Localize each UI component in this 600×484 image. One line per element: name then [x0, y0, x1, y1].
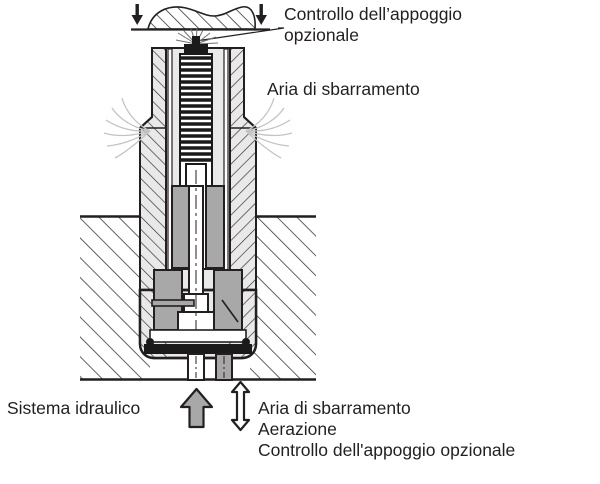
- central-rod: [177, 170, 215, 378]
- bottom-line-1: Aria di sbarramento: [258, 398, 411, 418]
- arrow-up-down-outline-icon[interactable]: [230, 380, 251, 432]
- callout-leader-line: [195, 27, 285, 42]
- callout-line-2: opzionale: [284, 25, 359, 45]
- air-jet-icon-right: [245, 97, 293, 159]
- outlet-channels: [187, 353, 233, 381]
- callout-line-1: Controllo dell’appoggio: [284, 4, 463, 24]
- mounting-block: [80, 215, 316, 381]
- label-sealing-air: Aria di sbarramento: [267, 79, 420, 99]
- label-hydraulic-system: Sistema idraulico: [7, 398, 141, 418]
- air-jet-icon-left: [103, 97, 151, 159]
- arrow-down-icon-right: [255, 4, 267, 25]
- arrow-up-filled-icon[interactable]: [179, 387, 214, 429]
- arrow-down-icon-left: [131, 4, 143, 25]
- workpiece: [131, 6, 270, 31]
- bottom-line-2: Aerazione: [258, 419, 337, 439]
- bottom-line-3: Controllo dell'appoggio opzionale: [258, 440, 516, 460]
- internal-valve-details: [144, 298, 252, 354]
